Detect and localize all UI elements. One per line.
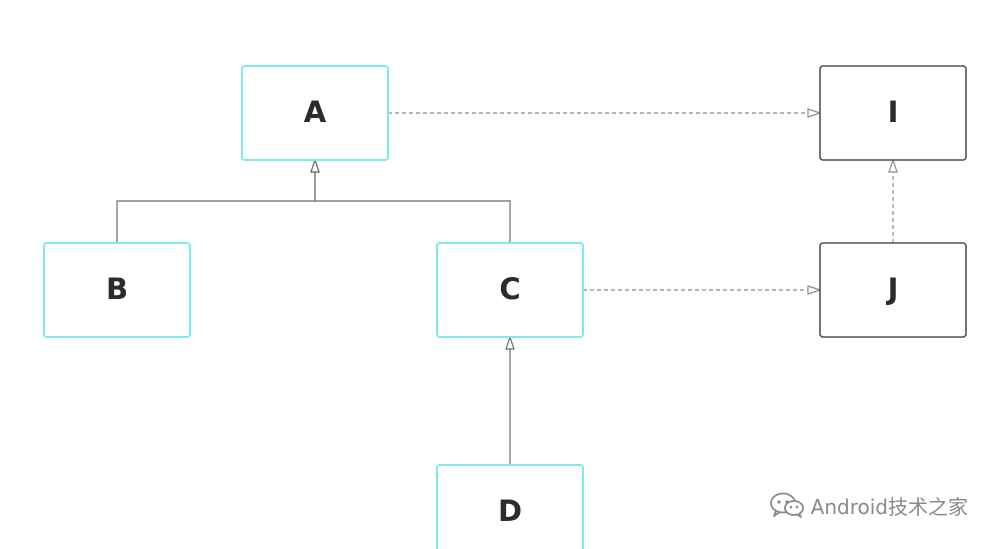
node-a-box: [241, 65, 389, 161]
node-d-box: [436, 464, 584, 549]
edge-a-to-i: [388, 108, 822, 118]
edge-c-to-j: [583, 285, 822, 295]
node-b-label: B: [106, 272, 128, 306]
edge-b-to-a: [116, 158, 320, 243]
nodes-layer: A B C D I J: [43, 65, 967, 549]
watermark: Android技术之家: [769, 487, 968, 523]
node-i: I: [819, 65, 967, 161]
node-b-box: [43, 242, 191, 338]
node-c-label: C: [499, 272, 520, 306]
edge-j-to-i: [888, 158, 898, 243]
edge-line: [314, 172, 511, 243]
node-i-box: [819, 65, 967, 161]
node-a-label: A: [304, 95, 327, 129]
node-c: C: [436, 242, 584, 338]
edge-arrowhead: [888, 158, 898, 173]
edge-c-to-a: [310, 158, 511, 243]
node-d-label: D: [498, 494, 522, 528]
node-j: J: [819, 242, 967, 338]
node-b: B: [43, 242, 191, 338]
wechat-icon: [769, 491, 805, 519]
node-a: A: [241, 65, 389, 161]
edge-line: [116, 172, 316, 243]
node-d: D: [436, 464, 584, 549]
edge-arrowhead: [505, 335, 515, 350]
node-j-label: J: [886, 272, 899, 306]
node-j-box: [819, 242, 967, 338]
node-c-box: [436, 242, 584, 338]
edge-arrowhead: [310, 158, 320, 173]
edges-layer: [116, 108, 898, 465]
node-i-label: I: [888, 95, 899, 129]
watermark-text: Android技术之家: [810, 494, 968, 519]
edge-d-to-c: [505, 335, 515, 465]
edge-arrowhead: [807, 285, 822, 295]
edge-arrowhead: [807, 108, 822, 118]
